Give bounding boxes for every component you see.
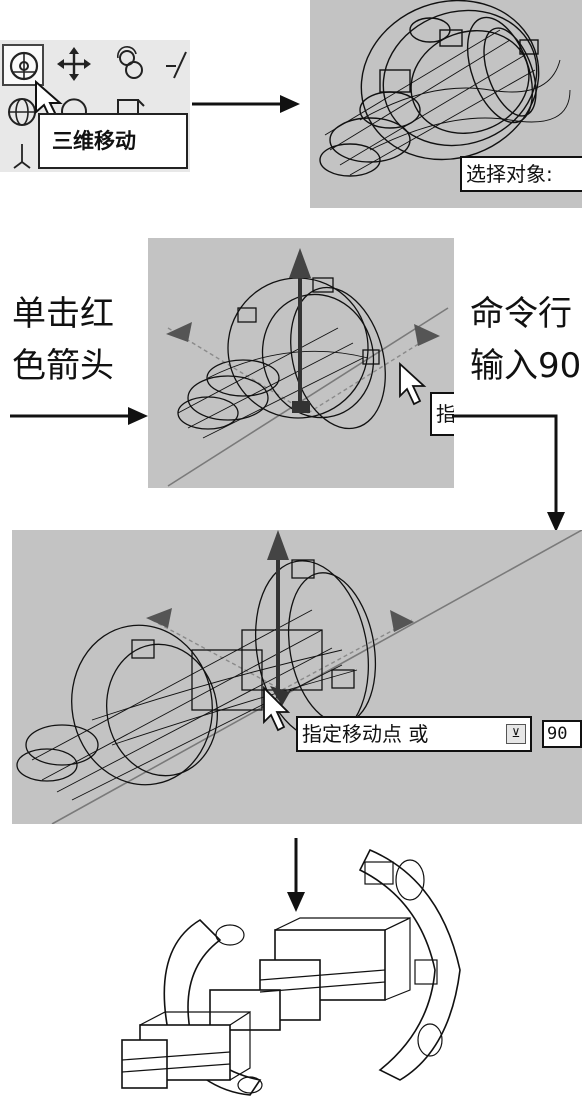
- tool-button[interactable]: [160, 44, 190, 86]
- wireframe-model-gizmo: [166, 248, 449, 487]
- arrow-icon: [10, 407, 148, 425]
- gizmo-button[interactable]: [2, 140, 44, 172]
- 3d-rotate-icon: [116, 45, 143, 79]
- command-prompt: 选择对象:: [460, 156, 582, 192]
- arrow-icon: [452, 414, 565, 532]
- 3d-rotate-button[interactable]: [110, 44, 152, 86]
- viewport-gizmo-select[interactable]: 指: [148, 238, 454, 488]
- distance-input[interactable]: 90: [542, 720, 582, 748]
- prompt-dropdown-button[interactable]: ⊻: [506, 724, 526, 744]
- instruction-right-line1: 命令行: [470, 294, 572, 334]
- tool-icon: [166, 51, 187, 79]
- 3d-move-icon: [9, 51, 39, 81]
- down-arrow-icon: ⊻: [511, 726, 521, 740]
- wireframe-model: [319, 0, 571, 177]
- gizmo-z-arrow: [289, 248, 311, 278]
- result-wireframe-model: [121, 848, 461, 1096]
- rotate-icon: [61, 98, 87, 119]
- instruction-left-line1: 单击红: [12, 294, 114, 334]
- arrow-icon: [192, 95, 300, 113]
- wireframe-model-moving: [16, 530, 582, 824]
- gizmo-icon: [13, 144, 31, 169]
- prompt-text: 指定移动点 或: [302, 722, 429, 746]
- viewport-select-objects[interactable]: 选择对象:: [310, 0, 582, 208]
- down-arrow-icon: [287, 838, 305, 912]
- viewport-move-input[interactable]: 指定移动点 或 ⊻ 90: [12, 530, 582, 824]
- 3d-move-button[interactable]: [2, 44, 44, 86]
- command-prompt: 指: [430, 392, 454, 436]
- instruction-left-line2: 色箭头: [12, 346, 114, 386]
- move-button[interactable]: [54, 44, 96, 86]
- instruction-right-line2: 输入90: [470, 346, 582, 386]
- move-icon: [57, 47, 91, 81]
- rotate-button[interactable]: [54, 92, 96, 134]
- command-prompt: 指定移动点 或: [296, 716, 532, 752]
- tooltip-3d-move: 三维移动: [38, 113, 188, 169]
